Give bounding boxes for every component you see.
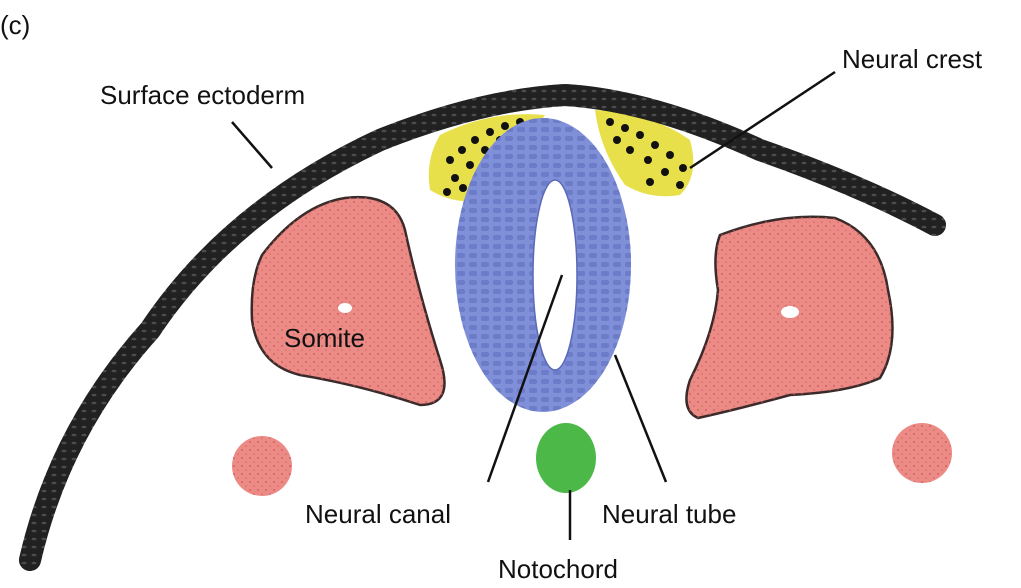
label-neural-crest: Neural crest — [842, 44, 983, 74]
neural-canal — [532, 179, 578, 371]
panel-label: (c) — [0, 10, 30, 40]
notochord — [536, 423, 596, 493]
surface-ectoderm-shade — [19, 83, 946, 571]
right-somite-cavity — [781, 306, 799, 318]
label-surface-ectoderm: Surface ectoderm — [100, 80, 305, 110]
left-small-mesoderm-texture — [232, 436, 292, 496]
neural-crest-right — [595, 110, 694, 197]
label-neural-tube: Neural tube — [602, 499, 736, 529]
neural-crest-cells — [443, 118, 687, 196]
label-somite: Somite — [284, 323, 365, 353]
leader-lines — [231, 70, 836, 540]
right-small-mesoderm-texture — [892, 423, 952, 483]
label-notochord: Notochord — [498, 554, 618, 584]
left-somite-cavity — [338, 303, 352, 313]
left-somite-texture — [251, 197, 445, 405]
label-neural-canal: Neural canal — [305, 499, 451, 529]
